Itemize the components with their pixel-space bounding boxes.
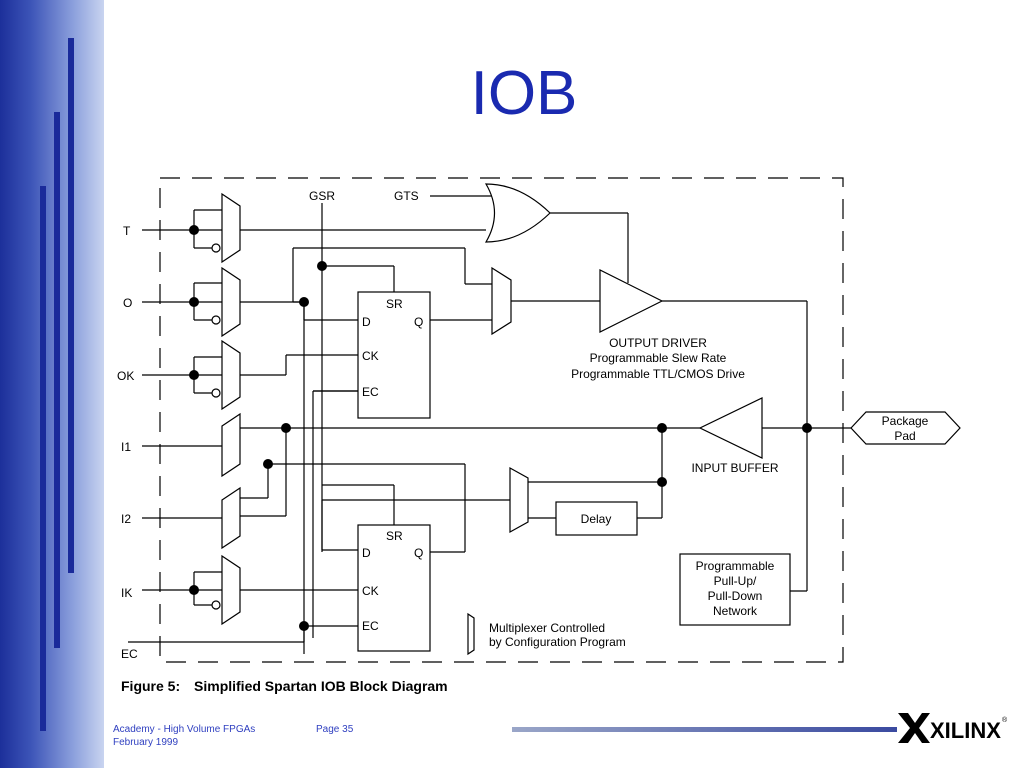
or-gate-gts (484, 183, 551, 243)
decor-bar-3 (40, 186, 46, 731)
slide-title: IOB (470, 59, 578, 128)
label-o: O (123, 296, 132, 310)
label-gsr: GSR (309, 189, 335, 203)
package-pad (850, 411, 961, 445)
pull-network-block (679, 553, 791, 626)
ff-bottom-sr: SR (386, 529, 403, 543)
legend-line1: Multiplexer Controlled (489, 621, 605, 635)
footer-divider (512, 727, 897, 732)
output-driver-drive: Programmable TTL/CMOS Drive (571, 367, 745, 381)
legend-mux-icon (467, 612, 475, 656)
registered-mark: ® (1002, 716, 1008, 724)
footer-date: February 1999 (113, 737, 179, 748)
ff-bottom-ck: CK (362, 584, 379, 598)
xilinx-wordmark: XILINX (930, 718, 1001, 743)
ff-top-q: Q (414, 315, 423, 329)
decor-bar-2 (54, 112, 60, 648)
label-gts: GTS (394, 189, 419, 203)
pull-network-line3: Pull-Down (708, 589, 763, 603)
label-i1: I1 (121, 440, 131, 454)
footer-course: Academy - High Volume FPGAs (113, 724, 256, 735)
flipflop-top (357, 291, 431, 419)
ff-top-sr: SR (386, 297, 403, 311)
delay-label: Delay (581, 512, 612, 526)
ff-bottom-q: Q (414, 546, 423, 560)
mux-output (491, 266, 512, 336)
mux-t (221, 192, 241, 264)
input-buffer (698, 397, 763, 459)
ff-bottom-ec: EC (362, 619, 379, 633)
diagram-dashed-border (159, 177, 844, 663)
package-pad-line1: Package (882, 414, 929, 428)
left-gradient-band (0, 0, 104, 768)
label-ok: OK (117, 369, 134, 383)
output-driver-slew: Programmable Slew Rate (590, 351, 727, 365)
caption-text: Simplified Spartan IOB Block Diagram (194, 678, 448, 694)
mux-ok (221, 339, 241, 411)
mux-delay (509, 466, 529, 534)
mux-i1 (221, 412, 241, 478)
pull-network-line2: Pull-Up/ (714, 574, 757, 588)
pull-network-line1: Programmable (696, 559, 775, 573)
label-ik: IK (121, 586, 132, 600)
xilinx-mark-icon (898, 713, 930, 743)
mux-i2 (221, 486, 241, 550)
figure-caption: Figure 5: Simplified Spartan IOB Block D… (121, 678, 458, 694)
output-driver-buffer (599, 269, 664, 333)
mux-ik (221, 554, 241, 626)
footer-page: Page 35 (316, 724, 354, 735)
input-buffer-label: INPUT BUFFER (691, 461, 778, 475)
mux-o (221, 266, 241, 338)
ff-top-ec: EC (362, 385, 379, 399)
label-t: T (123, 224, 131, 238)
decor-bar-1 (68, 38, 74, 573)
ff-bottom-d: D (362, 546, 371, 560)
label-ec: EC (121, 647, 138, 661)
ff-top-d: D (362, 315, 371, 329)
output-driver-title: OUTPUT DRIVER (609, 336, 707, 350)
pull-network-line4: Network (713, 604, 758, 618)
package-pad-line2: Pad (894, 429, 915, 443)
xilinx-logo: XILINX ® (896, 710, 1008, 751)
ff-top-ck: CK (362, 349, 379, 363)
legend-line2: by Configuration Program (489, 635, 626, 649)
caption-label: Figure 5: (121, 678, 181, 694)
label-i2: I2 (121, 512, 131, 526)
